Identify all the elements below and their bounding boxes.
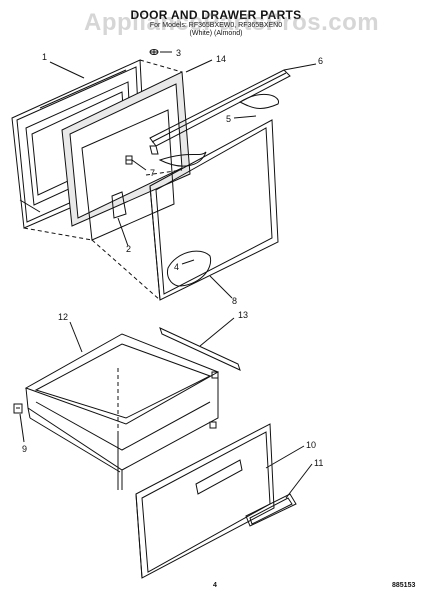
drawer-body xyxy=(24,333,220,490)
callout-6: 6 xyxy=(318,56,323,66)
page-title: DOOR AND DRAWER PARTS xyxy=(130,8,302,22)
drawer-rear-trim xyxy=(159,327,241,371)
door-spacer xyxy=(158,93,279,167)
callout-11: 11 xyxy=(314,458,323,468)
callout-12: 12 xyxy=(58,312,68,322)
watermark: AppliancePartsPros.com xyxy=(84,9,380,36)
inner-door-panel xyxy=(81,109,175,241)
diagram-id: 885153 xyxy=(392,582,416,589)
callout-5: 5 xyxy=(226,114,231,124)
callout-13: 13 xyxy=(238,310,248,320)
subtitle-models: For Models: RF365BXEW0, RF365BXEN0 xyxy=(149,22,283,29)
door-top-trim xyxy=(149,69,291,155)
callout-labels: 1 2 3 4 5 6 7 8 9 10 11 12 13 14 xyxy=(22,48,323,468)
model-subtitle: For Models: RF365BXEW0, RF365BXEN0 (Whit… xyxy=(0,22,432,38)
drawer-handle xyxy=(245,493,297,527)
callout-2: 2 xyxy=(126,244,131,254)
callout-9: 9 xyxy=(22,444,27,454)
callout-3: 3 xyxy=(176,48,181,58)
door-glass-panel xyxy=(149,119,279,301)
callout-4: 4 xyxy=(174,262,179,272)
door-screw xyxy=(149,49,159,55)
drawer-glide xyxy=(13,403,23,414)
leader-lines xyxy=(19,51,317,499)
callout-8: 8 xyxy=(232,296,237,306)
callout-14: 14 xyxy=(216,54,226,64)
callout-7: 7 xyxy=(150,168,155,178)
callout-10: 10 xyxy=(306,440,316,450)
page-number: 4 xyxy=(213,582,217,589)
subtitle-colors: (White) (Almond) xyxy=(189,30,243,37)
door-insulation xyxy=(61,71,191,227)
drawer-front-panel xyxy=(135,423,275,579)
callout-1: 1 xyxy=(42,52,47,62)
